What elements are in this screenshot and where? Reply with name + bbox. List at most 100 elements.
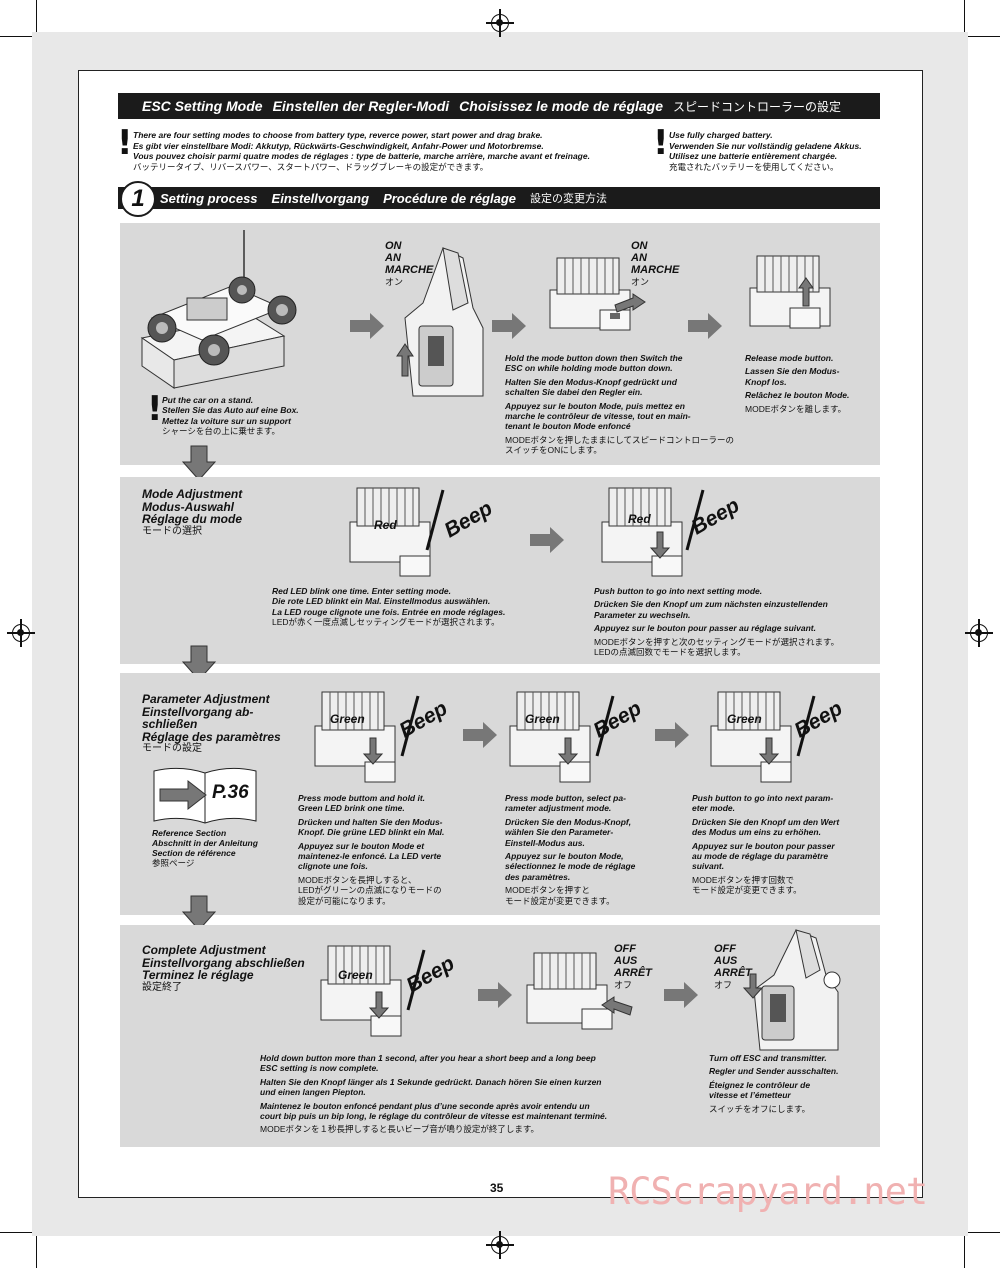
right-arrow-icon — [478, 982, 512, 1008]
param-title-jp: モードの設定 — [142, 743, 202, 754]
param2-jp-1: MODEボタンを押すと — [505, 885, 591, 896]
down-arrow-icon — [181, 445, 217, 481]
right-arrow-icon — [664, 982, 698, 1008]
led-red-label: Red — [628, 512, 651, 526]
mode-title-en: Mode Adjustment — [142, 487, 243, 501]
param-title-en: Parameter Adjustment — [142, 692, 270, 706]
param-title-fr: Réglage des paramètres — [142, 729, 281, 744]
param1-fr-1: Appuyez sur le bouton Mode et — [298, 840, 425, 851]
esc-illustration — [549, 257, 646, 331]
param3-jp-1: MODEボタンを押す回数で — [692, 874, 795, 885]
on-jp: オン — [385, 277, 404, 287]
off-de: AUS — [714, 955, 738, 967]
right-arrow-icon — [350, 313, 384, 339]
notice-left-fr: Vous pouvez choisir parmi quatre modes d… — [133, 151, 590, 161]
mode-right-caption: Push button to go into next setting mode… — [594, 586, 884, 657]
hold-fr-2: marche le contrôleur de vitesse, tout en… — [505, 411, 691, 422]
hold-de-1: Halten Sie den Modus-Knopf gedrückt und — [505, 376, 677, 387]
led-green-label: Green — [338, 968, 373, 982]
right-arrow-icon — [492, 313, 526, 339]
mode-title-jp: モードの選択 — [142, 525, 202, 537]
panel-mode-adjustment — [120, 477, 880, 664]
complete-title-jp: 設定終了 — [142, 981, 182, 993]
warning-exclamation-icon: ! — [117, 123, 133, 163]
crop-mark — [964, 1236, 965, 1268]
turnoff-de: Regler und Sender ausschalten. — [709, 1066, 839, 1077]
esc-red-led-push-illustration — [601, 487, 705, 577]
complete-de-1: Halten Sie den Knopf länger als 1 Sekund… — [260, 1076, 602, 1087]
reference-caption: Reference Section Abschnitt in der Anlei… — [152, 828, 272, 868]
notice-right-de: Verwenden Sie nur vollständig geladene A… — [669, 140, 862, 151]
param-title-de-1: Einstellvorgang ab- — [142, 704, 254, 719]
transmitter-off-illustration — [742, 929, 841, 1051]
complete-left-caption: Hold down button more than 1 second, aft… — [260, 1053, 700, 1135]
ref-en: Reference Section — [152, 828, 227, 838]
reference-page-label: P.36 — [212, 782, 249, 803]
stand-fr: Mettez la voiture sur un support — [162, 415, 291, 426]
on-jp: オン — [631, 277, 650, 287]
param-caption-3: Push button to go into next param- eter … — [692, 793, 877, 896]
complete-fr-1: Maintenez le bouton enfoncé pendant plus… — [260, 1100, 590, 1111]
param-caption-1: Press mode buttom and hold it. Green LED… — [298, 793, 488, 906]
off-en: OFF — [614, 943, 636, 955]
param3-fr-3: suivant. — [692, 861, 725, 872]
param1-jp-3: 設定が可能になります。 — [298, 895, 391, 906]
esc-red-led-illustration — [349, 487, 445, 577]
title-fr: Choisissez le mode de réglage — [459, 98, 664, 114]
on-label: ON AN MARCHE オン — [385, 240, 433, 288]
led-green-label: Green — [330, 712, 365, 726]
hold-fr-1: Appuyez sur le bouton Mode, puis mettez … — [505, 400, 685, 411]
complete-jp: MODEボタンを１秒長押しすると長いビープ音が鳴り設定が終了します。 — [260, 1124, 539, 1135]
param2-de-1: Drücken Sie den Modus-Knopf, — [505, 816, 632, 827]
complete-adjustment-title: Complete Adjustment Einstellvorgang absc… — [142, 944, 305, 994]
mode-right-jp-2: LEDの点滅回数でモードを選択します。 — [594, 647, 746, 658]
led-red-label: Red — [374, 518, 397, 532]
mode-right-de-2: Parameter zu wechseln. — [594, 609, 691, 620]
crop-mark — [0, 1232, 32, 1233]
registration-mark-icon — [486, 9, 514, 37]
on-de: AN — [385, 252, 401, 264]
turnoff-fr-1: Éteignez le contrôleur de — [709, 1079, 811, 1090]
warning-exclamation-icon: ! — [653, 123, 669, 163]
step-bar: Setting process Einstellvorgang Procédur… — [118, 187, 880, 209]
param1-de-2: Knopf. Die grüne LED blinkt ein Mal. — [298, 827, 445, 838]
registration-mark-icon — [965, 619, 993, 647]
stand-de: Stellen Sie das Auto auf eine Box. — [162, 405, 299, 416]
release-de-1: Lassen Sie den Modus- — [745, 366, 840, 377]
param1-fr-3: clignote une fois. — [298, 861, 368, 872]
car-on-stand-illustration — [140, 230, 297, 389]
down-arrow-icon — [181, 645, 217, 681]
hold-fr-3: tenant le bouton Mode enfoncé — [505, 421, 631, 432]
off-jp: オフ — [714, 980, 733, 990]
stand-caption: Put the car on a stand. Stellen Sie das … — [162, 395, 352, 437]
mode-title-fr: Réglage du mode — [142, 512, 243, 526]
hold-jp-2: スイッチをONにします。 — [505, 445, 602, 456]
title-en: ESC Setting Mode — [142, 98, 263, 114]
param3-de-1: Drücken Sie den Knopf um den Wert — [692, 816, 840, 827]
off-jp: オフ — [614, 980, 633, 990]
off-fr: ARRÊT — [614, 967, 652, 979]
ref-de: Abschnitt in der Anleitung — [152, 838, 258, 848]
complete-en-2: ESC setting is now complete. — [260, 1063, 379, 1074]
panel-complete-adjustment — [120, 925, 880, 1147]
param2-de-3: Einstell-Modus aus. — [505, 837, 585, 848]
watermark: RCScrapyard.net — [608, 1170, 928, 1213]
param3-fr-2: au mode de réglage du paramètre — [692, 851, 829, 862]
right-arrow-icon — [655, 722, 689, 748]
mode-left-fr: La LED rouge clignote une fois. Entrée e… — [272, 606, 506, 617]
complete-title-en: Complete Adjustment — [142, 943, 266, 957]
crop-mark — [968, 1232, 1000, 1233]
param2-en-1: Press mode button, select pa- — [505, 793, 626, 803]
crop-mark — [36, 0, 37, 32]
complete-fr-2: court bip puis un bip long, le réglage d… — [260, 1111, 608, 1122]
param3-de-2: des Modus um eins zu erhöhen. — [692, 827, 821, 838]
led-green-label: Green — [727, 712, 762, 726]
release-fr: Relâchez le bouton Mode. — [745, 390, 850, 401]
mode-left-jp: LEDが赤く一度点滅しセッティングモードが選択されます。 — [272, 617, 500, 628]
mode-left-en: Red LED blink one time. Enter setting mo… — [272, 586, 451, 596]
step-jp: 設定の変更方法 — [530, 193, 608, 205]
param2-fr-2: sélectionnez le mode de réglage — [505, 861, 636, 872]
down-arrow-icon — [181, 895, 217, 931]
complete-title-de: Einstellvorgang abschließen — [142, 955, 305, 970]
off-de: AUS — [614, 955, 638, 967]
